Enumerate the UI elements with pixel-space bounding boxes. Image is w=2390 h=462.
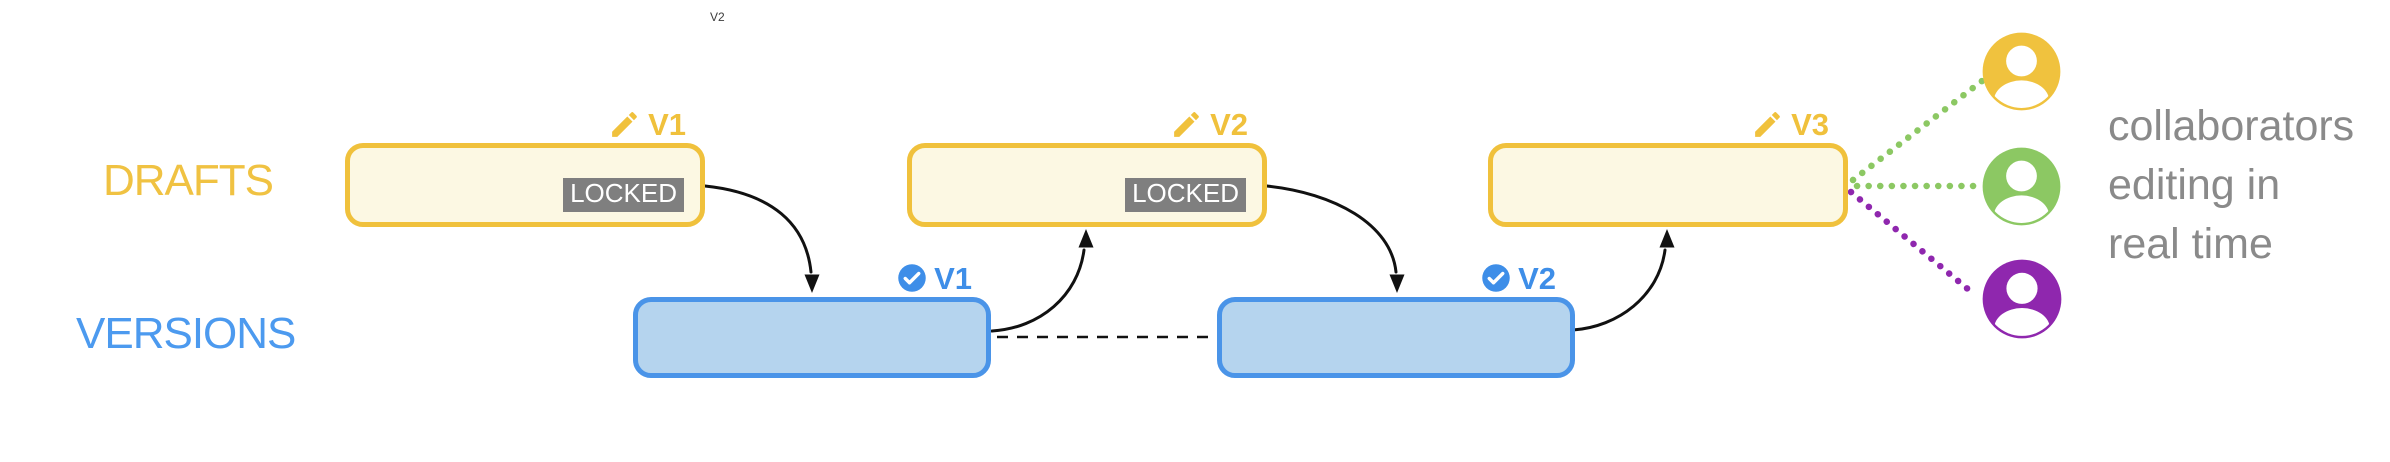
avatar-collaborator-green	[1981, 146, 2062, 227]
arrowhead-up-1	[1078, 229, 1094, 248]
dotted-link-bottom-purple	[1847, 188, 1973, 294]
arrowhead-up-2	[1659, 229, 1675, 248]
dotted-link-top-green	[1849, 77, 1986, 184]
arrow-draft2-to-version2	[1265, 184, 1398, 274]
check-circle-icon	[898, 264, 926, 292]
arrow-draft1-to-version1	[703, 184, 813, 274]
avatar-collaborator-yellow	[1981, 31, 2062, 112]
version-box-v2: V2	[1217, 263, 1575, 378]
version-label: V2	[1518, 260, 1556, 296]
arrowhead-down-2	[1389, 274, 1405, 293]
pencil-icon	[1174, 111, 1199, 137]
caption-line-3: real time	[2108, 220, 2273, 268]
version-box-v1: V1	[633, 263, 991, 378]
draft-version-label: V1	[648, 106, 686, 142]
draft-box-v1: V1 LOCKED	[345, 109, 705, 227]
check-circle-icon	[1482, 264, 1510, 292]
arrow-version1-to-draft2	[990, 248, 1086, 333]
draft-v1-tag: V1	[608, 106, 686, 142]
locked-badge: LOCKED	[563, 178, 684, 212]
locked-badge: LOCKED	[1125, 178, 1246, 212]
pencil-icon	[612, 111, 637, 137]
draft-version-label: V3	[1791, 106, 1829, 142]
version-v1-tag: V1	[897, 260, 972, 296]
caption-line-2: editing in	[2108, 161, 2281, 209]
versions-row-label: VERSIONS	[76, 309, 296, 358]
draft-box-v3: V3	[1488, 109, 1848, 227]
draft-box-v2: V2 LOCKED	[907, 109, 1267, 227]
pencil-icon	[1755, 111, 1780, 137]
drafts-row-label: DRAFTS	[103, 156, 274, 205]
arrowhead-down-1	[804, 274, 820, 293]
draft-v2-tag: V2	[1170, 106, 1248, 142]
caption-line-1: collaborators	[2108, 102, 2355, 150]
user-icon	[1982, 147, 2061, 226]
arrow-version2-to-draft3	[1571, 248, 1667, 332]
avatar-collaborator-purple	[1981, 258, 2063, 340]
user-icon	[1982, 32, 2061, 111]
version-label: V1	[934, 260, 972, 296]
version-v2-tag: V2	[1481, 260, 1556, 296]
collaborators-caption: collaborators editing in real time	[2108, 97, 2354, 274]
draft-v3-tag: V3	[1751, 106, 1829, 142]
user-icon	[1982, 259, 2062, 339]
stray-version-watermark: V2	[710, 10, 725, 24]
draft-version-label: V2	[1210, 106, 1248, 142]
